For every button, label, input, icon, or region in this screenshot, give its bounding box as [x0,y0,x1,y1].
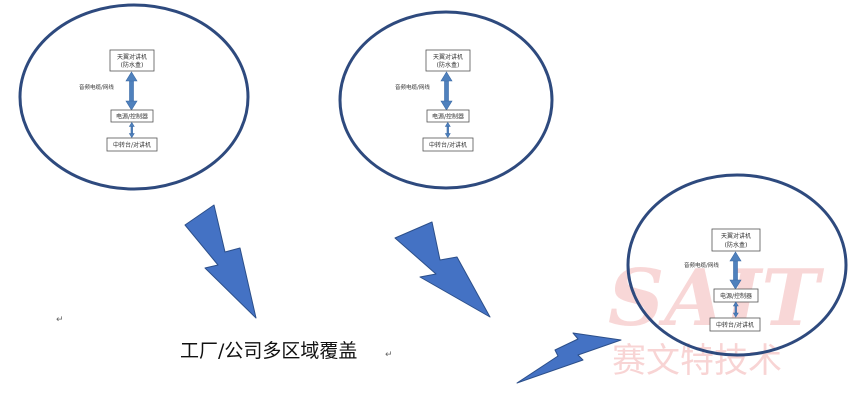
double-arrow-thick [125,71,138,111]
antenna-box-line1: 天翼对讲机 [117,53,147,61]
coverage-zone-1: 天翼对讲机 (防水盒) 音频电缆/网线 电源/控制器 中转台/对讲机 [18,3,250,191]
repeater-box-label: 中转台/对讲机 [429,141,467,149]
repeater-box [422,137,474,152]
double-arrow-thick [729,251,742,290]
coverage-zone-3: 天翼对讲机 (防水盒) 音频电缆/网线 电源/控制器 中转台/对讲机 [626,173,848,357]
lightning-bolt-icon-3 [516,332,622,384]
antenna-box-line1: 天翼对讲机 [721,232,751,240]
repeater-box [106,137,158,152]
antenna-box-line2: (防水盒) [437,61,460,69]
double-arrow-thin [444,121,451,139]
coverage-circle [338,10,554,190]
controller-box-label: 电源/控制器 [720,292,752,300]
double-arrow-thin [732,301,739,318]
cable-label: 音频电缆/网线 [79,83,114,91]
watermark-text: 赛文特技术 [612,341,782,381]
coverage-circle [626,173,848,357]
antenna-box [711,228,761,252]
lightning-bolt-icon-2 [394,221,491,318]
lightning-bolt-icon-1 [184,204,257,319]
cable-label: 音频电缆/网线 [395,83,430,91]
repeater-box-label: 中转台/对讲机 [113,141,151,149]
antenna-box [425,49,471,72]
cable-label: 音频电缆/网线 [684,261,719,269]
double-arrow-thin [128,121,135,139]
antenna-box-line2: (防水盒) [725,241,748,249]
antenna-box [109,49,155,72]
diagram-caption: 工厂/公司多区域覆盖 [180,340,357,362]
antenna-box-line1: 天翼对讲机 [433,53,463,61]
controller-box-label: 电源/控制器 [432,113,464,121]
paragraph-mark: ↵ [56,315,64,325]
repeater-box [709,317,761,332]
watermark: SAIT 赛文特技术 [608,253,824,381]
controller-box [110,109,154,123]
coverage-zone-2: 天翼对讲机 (防水盒) 音频电缆/网线 电源/控制器 中转台/对讲机 [338,10,554,190]
antenna-box-line2: (防水盒) [121,61,144,69]
caption-paragraph-mark: ↵ [385,350,393,360]
controller-box-label: 电源/控制器 [116,113,148,121]
repeater-box-label: 中转台/对讲机 [716,321,754,329]
controller-box [426,109,470,123]
double-arrow-thick [440,71,453,111]
coverage-circle [18,3,250,191]
